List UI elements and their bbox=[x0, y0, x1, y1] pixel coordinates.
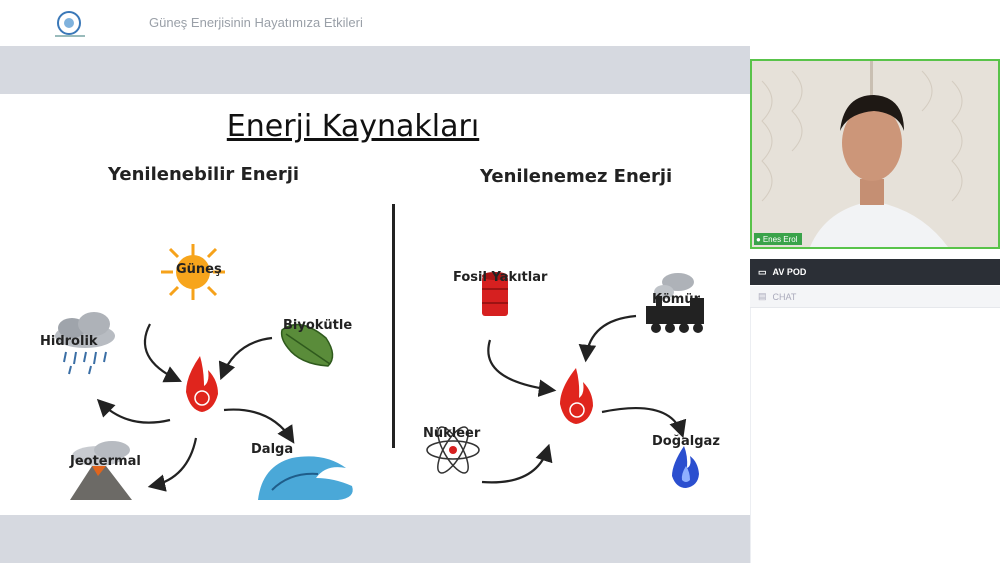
av-pod-label: AV POD bbox=[772, 267, 807, 277]
slide-title: Enerji Kaynakları bbox=[226, 109, 480, 144]
label-dogalgaz: Doğalgaz bbox=[652, 434, 720, 449]
wave-icon bbox=[258, 456, 353, 500]
rain-cloud-icon bbox=[55, 312, 115, 375]
label-jeotermal: Jeotermal bbox=[70, 454, 141, 469]
label-gunes: Güneş bbox=[176, 262, 222, 277]
participant-name-tag: ● Enes Erol bbox=[754, 233, 802, 245]
slide: Enerji Kaynakları Yenilenebilir Enerji Y… bbox=[0, 94, 750, 515]
renewable-heading: Yenilenebilir Enerji bbox=[108, 164, 300, 185]
right-sidebar: ● Enes Erol ▭ AV POD ▤ CHAT bbox=[750, 46, 1000, 563]
av-pod-header[interactable]: ▭ AV POD bbox=[750, 259, 1000, 285]
steam-train-icon bbox=[646, 273, 704, 333]
top-bar: Güneş Enerjisinin Hayatımıza Etkileri bbox=[0, 0, 1000, 46]
chat-pod-header[interactable]: ▤ CHAT bbox=[750, 286, 1000, 308]
label-biyokutle: Biyokütle bbox=[283, 318, 353, 333]
cycle-arrows-nonrenewable bbox=[481, 314, 687, 484]
share-pod: Enerji Kaynakları Yenilenebilir Enerji Y… bbox=[0, 46, 750, 563]
chat-icon: ▤ bbox=[758, 291, 767, 301]
volcano-icon bbox=[70, 441, 132, 500]
column-divider bbox=[392, 204, 395, 448]
sun-icon bbox=[161, 244, 225, 300]
chat-label: CHAT bbox=[772, 291, 797, 302]
fire-icon bbox=[560, 368, 593, 424]
logo-caption bbox=[55, 35, 85, 37]
participant-name: Enes Erol bbox=[762, 234, 798, 244]
energy-diagram bbox=[55, 244, 704, 500]
oil-barrel-icon bbox=[482, 272, 508, 316]
label-hidrolik: Hidrolik bbox=[40, 334, 98, 349]
label-nukleer: Nükleer bbox=[423, 426, 481, 441]
fire-icon bbox=[186, 356, 218, 412]
cycle-arrows-renewable bbox=[96, 323, 295, 492]
leaf-icon bbox=[280, 323, 334, 367]
label-komur: Kömür bbox=[652, 292, 700, 307]
webcam-video[interactable]: ● Enes Erol bbox=[750, 59, 1000, 249]
gas-flame-icon bbox=[672, 446, 699, 488]
label-fosil-yakitlar: Fosil Yakıtlar bbox=[453, 270, 548, 285]
atom-icon bbox=[426, 426, 480, 474]
nonrenewable-heading: Yenilenemez Enerji bbox=[480, 166, 673, 187]
meeting-title: Güneş Enerjisinin Hayatımıza Etkileri bbox=[149, 15, 363, 30]
presenter-video-frame bbox=[752, 61, 998, 247]
chat-messages-area[interactable] bbox=[750, 308, 1000, 563]
label-dalga: Dalga bbox=[251, 442, 294, 457]
microphone-icon: ● bbox=[756, 234, 761, 244]
camera-icon: ▭ bbox=[758, 266, 767, 277]
organization-logo bbox=[57, 11, 81, 35]
